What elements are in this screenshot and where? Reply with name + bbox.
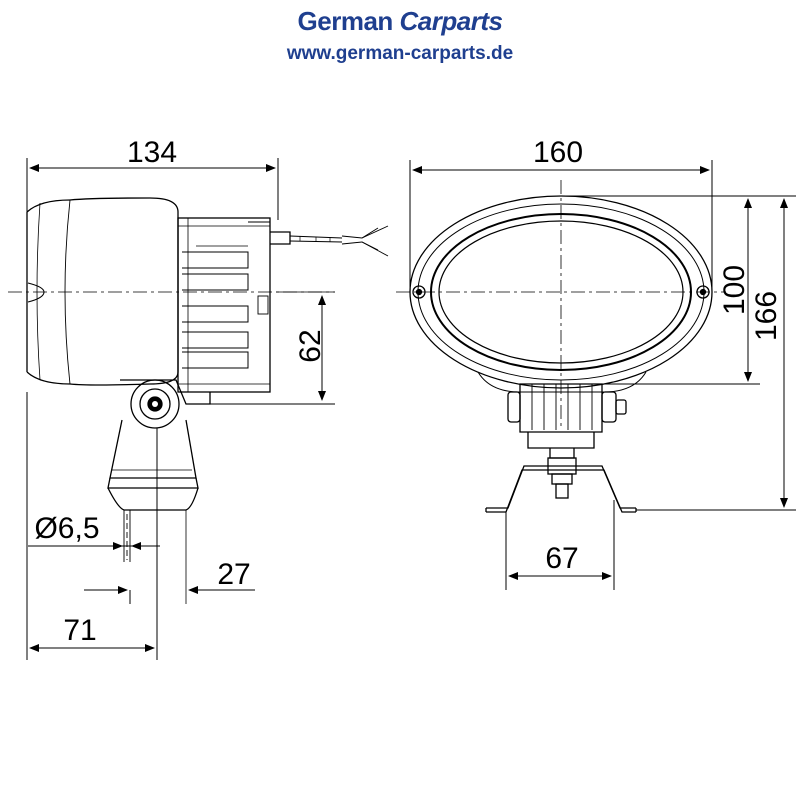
front-screw-right (696, 285, 710, 299)
dim-62-label: 62 (294, 329, 327, 362)
front-dimensions (409, 160, 796, 590)
front-bracket (486, 469, 636, 513)
side-foot (109, 419, 197, 479)
front-knob-right (601, 391, 617, 423)
side-lens-bulge (27, 282, 45, 303)
brand-header: German Carparts www.german-carparts.de (0, 6, 800, 65)
front-view (396, 180, 726, 513)
brand-logo: German Carparts (0, 6, 800, 37)
brand-website[interactable]: www.german-carparts.de (286, 43, 514, 64)
front-lens (438, 220, 684, 364)
side-dimensions (26, 158, 335, 660)
side-heatsink (177, 217, 271, 393)
dim-134-label: 134 (127, 136, 177, 169)
side-base (107, 487, 199, 511)
dim-166-label: 166 (750, 291, 783, 341)
dim-27-label: 27 (217, 558, 250, 591)
dim-160-label: 160 (533, 136, 583, 169)
side-view (8, 197, 389, 604)
dimension-labels: 134 62 Ø6,5 27 71 160 100 166 67 (34, 136, 782, 647)
dim-bolt-label: Ø6,5 (34, 512, 99, 545)
front-knob-left (507, 391, 521, 423)
side-front-bezel (26, 199, 71, 385)
side-fins (182, 245, 249, 369)
side-cable (270, 225, 389, 257)
side-housing (69, 197, 179, 386)
brand-word-2: Carparts (399, 6, 503, 36)
side-pivot-outer (130, 379, 180, 429)
front-screw-left (412, 285, 426, 299)
dim-100-label: 100 (718, 265, 751, 315)
brand-word-1: German (297, 6, 394, 36)
dim-71-label: 71 (63, 614, 96, 647)
side-bolt (123, 510, 131, 562)
dim-67-label: 67 (545, 542, 578, 575)
